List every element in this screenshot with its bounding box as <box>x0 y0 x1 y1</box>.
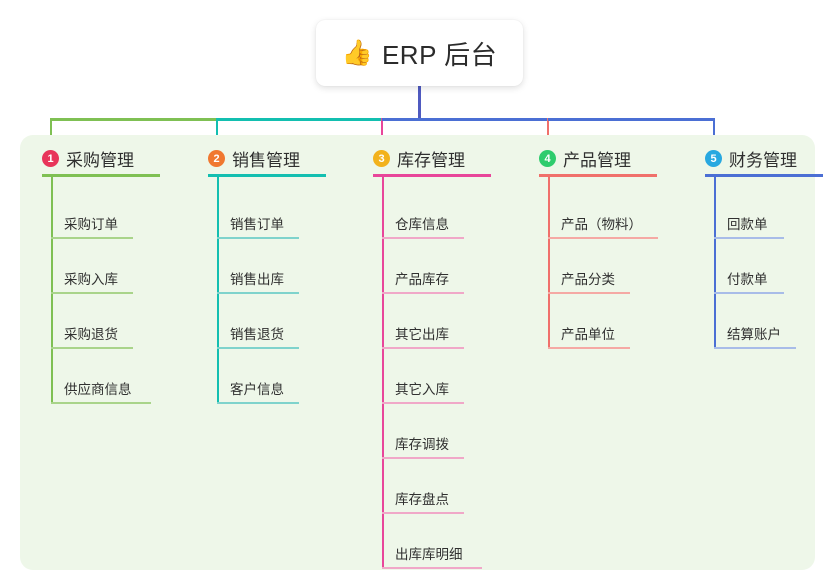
module-item-label: 出库库明细 <box>395 547 463 562</box>
module-item[interactable]: 销售退货 <box>226 323 288 347</box>
module-item[interactable]: 其它出库 <box>391 323 453 347</box>
module-header-5[interactable]: 5 财务管理 <box>705 146 797 171</box>
module-item-underline <box>382 512 464 514</box>
root-title-card[interactable]: 👍 ERP 后台 <box>316 20 523 86</box>
module-item-underline <box>548 237 658 239</box>
module-item-underline <box>382 567 482 569</box>
module-item[interactable]: 付款单 <box>723 268 772 292</box>
module-item-underline <box>51 237 133 239</box>
module-item-underline <box>382 457 464 459</box>
module-header-underline <box>208 174 326 177</box>
thumbs-up-icon: 👍 <box>341 38 373 67</box>
module-item[interactable]: 产品库存 <box>391 268 453 292</box>
module-item-underline <box>51 292 133 294</box>
module-item[interactable]: 供应商信息 <box>60 378 136 402</box>
module-item[interactable]: 产品单位 <box>557 323 619 347</box>
module-number-badge: 4 <box>539 150 556 167</box>
module-spine <box>382 174 384 568</box>
module-title: 库存管理 <box>397 151 465 170</box>
module-item[interactable]: 销售订单 <box>226 213 288 237</box>
module-spine <box>51 174 53 403</box>
module-item-label: 采购订单 <box>64 217 118 232</box>
module-title: 销售管理 <box>232 151 300 170</box>
module-header-2[interactable]: 2 销售管理 <box>208 146 300 171</box>
module-item[interactable]: 库存调拨 <box>391 433 453 457</box>
connector-bus-segment-2 <box>217 118 382 121</box>
module-item-underline <box>714 292 784 294</box>
module-item-underline <box>217 347 299 349</box>
module-item-label: 仓库信息 <box>395 217 449 232</box>
module-item[interactable]: 采购入库 <box>60 268 122 292</box>
module-header-3[interactable]: 3 库存管理 <box>373 146 465 171</box>
connector-bus-segment-4 <box>548 118 714 121</box>
module-item-underline <box>548 292 630 294</box>
module-item-underline <box>548 347 630 349</box>
module-item-label: 产品分类 <box>561 272 615 287</box>
module-item-label: 供应商信息 <box>64 382 132 397</box>
module-item-underline <box>51 347 133 349</box>
module-item[interactable]: 出库库明细 <box>391 543 467 567</box>
module-item[interactable]: 采购订单 <box>60 213 122 237</box>
module-item-label: 产品单位 <box>561 327 615 342</box>
module-title: 财务管理 <box>729 151 797 170</box>
module-title: 采购管理 <box>66 151 134 170</box>
module-item[interactable]: 销售出库 <box>226 268 288 292</box>
root-connector-stem <box>418 86 421 120</box>
module-item-underline <box>382 237 464 239</box>
module-header-underline <box>373 174 491 177</box>
module-item-underline <box>217 402 299 404</box>
module-spine <box>548 174 550 348</box>
module-item-underline <box>382 347 464 349</box>
module-spine <box>714 174 716 348</box>
module-item-label: 回款单 <box>727 217 768 232</box>
module-item-label: 结算账户 <box>727 327 781 342</box>
module-item-underline <box>382 402 464 404</box>
module-item-underline <box>382 292 464 294</box>
module-item-label: 采购退货 <box>64 327 118 342</box>
module-title: 产品管理 <box>563 151 631 170</box>
module-header-underline <box>705 174 823 177</box>
module-item[interactable]: 库存盘点 <box>391 488 453 512</box>
module-header-underline <box>42 174 160 177</box>
module-number-badge: 1 <box>42 150 59 167</box>
module-item-underline <box>217 292 299 294</box>
module-item[interactable]: 其它入库 <box>391 378 453 402</box>
module-item-label: 其它入库 <box>395 382 449 397</box>
module-item-label: 客户信息 <box>230 382 284 397</box>
module-item-label: 销售出库 <box>230 272 284 287</box>
module-header-1[interactable]: 1 采购管理 <box>42 146 134 171</box>
module-item[interactable]: 结算账户 <box>723 323 785 347</box>
module-number-badge: 3 <box>373 150 390 167</box>
module-item[interactable]: 仓库信息 <box>391 213 453 237</box>
module-item[interactable]: 产品（物料） <box>557 213 646 237</box>
module-item-underline <box>714 347 796 349</box>
module-item-label: 销售退货 <box>230 327 284 342</box>
module-number-badge: 2 <box>208 150 225 167</box>
module-item-label: 销售订单 <box>230 217 284 232</box>
module-item-label: 其它出库 <box>395 327 449 342</box>
connector-bus-segment-3 <box>382 118 548 121</box>
module-item-underline <box>51 402 151 404</box>
module-header-4[interactable]: 4 产品管理 <box>539 146 631 171</box>
modules-panel: 1 采购管理采购订单采购入库采购退货供应商信息 2 销售管理销售订单销售出库销售退货客… <box>20 135 823 570</box>
page-title: ERP 后台 <box>381 39 498 70</box>
module-item-underline <box>217 237 299 239</box>
module-item-underline <box>714 237 784 239</box>
module-item-label: 产品（物料） <box>561 217 642 232</box>
module-item[interactable]: 采购退货 <box>60 323 122 347</box>
module-spine <box>217 174 219 403</box>
module-item-label: 产品库存 <box>395 272 449 287</box>
module-header-underline <box>539 174 657 177</box>
module-item-label: 采购入库 <box>64 272 118 287</box>
module-item-label: 库存调拨 <box>395 437 449 452</box>
connector-bus-segment-1 <box>51 118 217 121</box>
module-item-label: 库存盘点 <box>395 492 449 507</box>
module-item[interactable]: 产品分类 <box>557 268 619 292</box>
module-item-label: 付款单 <box>727 272 768 287</box>
module-item[interactable]: 回款单 <box>723 213 772 237</box>
module-item[interactable]: 客户信息 <box>226 378 288 402</box>
module-number-badge: 5 <box>705 150 722 167</box>
